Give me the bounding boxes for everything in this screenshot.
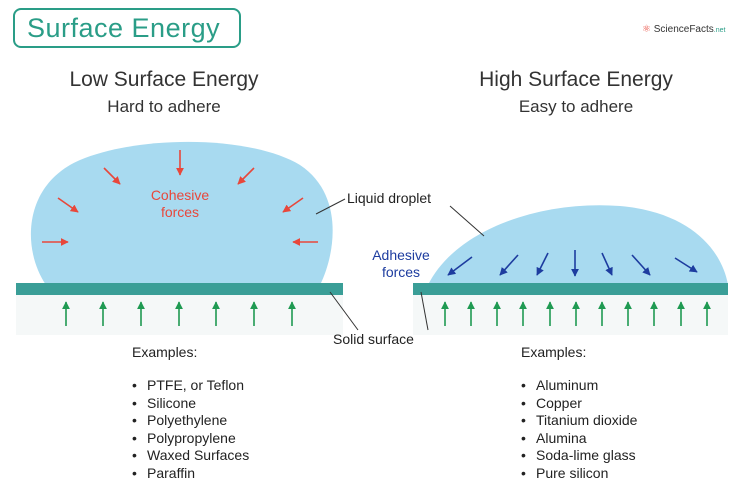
cohesive-label-line2: forces	[160, 204, 200, 220]
brand-suffix: .net	[713, 27, 726, 34]
left-examples-title: Examples:	[132, 344, 198, 360]
adhesive-forces-label: Adhesive forces	[361, 247, 441, 281]
list-item: Pure silicon	[521, 465, 637, 483]
leader-line-surface-right	[420, 291, 429, 331]
left-solid-surface	[16, 283, 343, 295]
solid-surface-label: Solid surface	[333, 331, 414, 347]
cohesive-label-line1: Cohesive	[150, 187, 210, 203]
cohesive-arrow	[57, 197, 79, 213]
left-examples-list: PTFE, or Teflon Silicone Polyethylene Po…	[132, 377, 249, 483]
cohesive-forces-label: Cohesive forces	[135, 187, 225, 221]
leader-line-droplet-right	[449, 205, 485, 237]
right-examples-list: Aluminum Copper Titanium dioxide Alumina…	[521, 377, 637, 483]
list-item: Polyethylene	[132, 412, 249, 430]
list-item: Paraffin	[132, 465, 249, 483]
list-item: Soda-lime glass	[521, 447, 637, 465]
left-heading: Low Surface Energy	[69, 68, 259, 91]
list-item: Alumina	[521, 430, 637, 448]
right-heading: High Surface Energy	[479, 68, 673, 91]
adhesive-label-line1: Adhesive	[372, 247, 430, 263]
brand-logo: ⚛ ScienceFacts.net	[642, 24, 725, 35]
right-solid-surface	[413, 283, 728, 295]
adhesive-arrow	[631, 254, 651, 276]
list-item: Aluminum	[521, 377, 637, 395]
list-item: PTFE, or Teflon	[132, 377, 249, 395]
list-item: Polypropylene	[132, 430, 249, 448]
adhesive-arrow	[447, 256, 473, 276]
adhesive-arrow	[674, 257, 698, 273]
adhesive-arrow	[601, 252, 613, 276]
atom-icon: ⚛	[642, 24, 651, 35]
page-title: Surface Energy	[13, 8, 241, 48]
list-item: Silicone	[132, 395, 249, 413]
adhesive-arrow	[499, 254, 519, 276]
right-subheading: Easy to adhere	[518, 97, 634, 116]
list-item: Titanium dioxide	[521, 412, 637, 430]
adhesive-arrow	[536, 252, 549, 276]
leader-line-surface-left	[329, 291, 359, 331]
right-examples-title: Examples:	[521, 344, 587, 360]
right-surface-shade	[413, 295, 728, 335]
liquid-droplet-label: Liquid droplet	[347, 190, 432, 206]
right-droplet	[428, 205, 728, 285]
cohesive-arrow	[237, 167, 255, 185]
leader-line-droplet-left	[315, 198, 346, 215]
list-item: Copper	[521, 395, 637, 413]
cohesive-arrow	[282, 197, 304, 213]
adhesive-label-line2: forces	[381, 264, 421, 280]
left-droplet	[30, 141, 333, 285]
list-item: Waxed Surfaces	[132, 447, 249, 465]
left-subheading: Hard to adhere	[107, 97, 221, 116]
brand-name: ScienceFacts	[653, 24, 714, 35]
cohesive-arrow	[103, 167, 121, 185]
